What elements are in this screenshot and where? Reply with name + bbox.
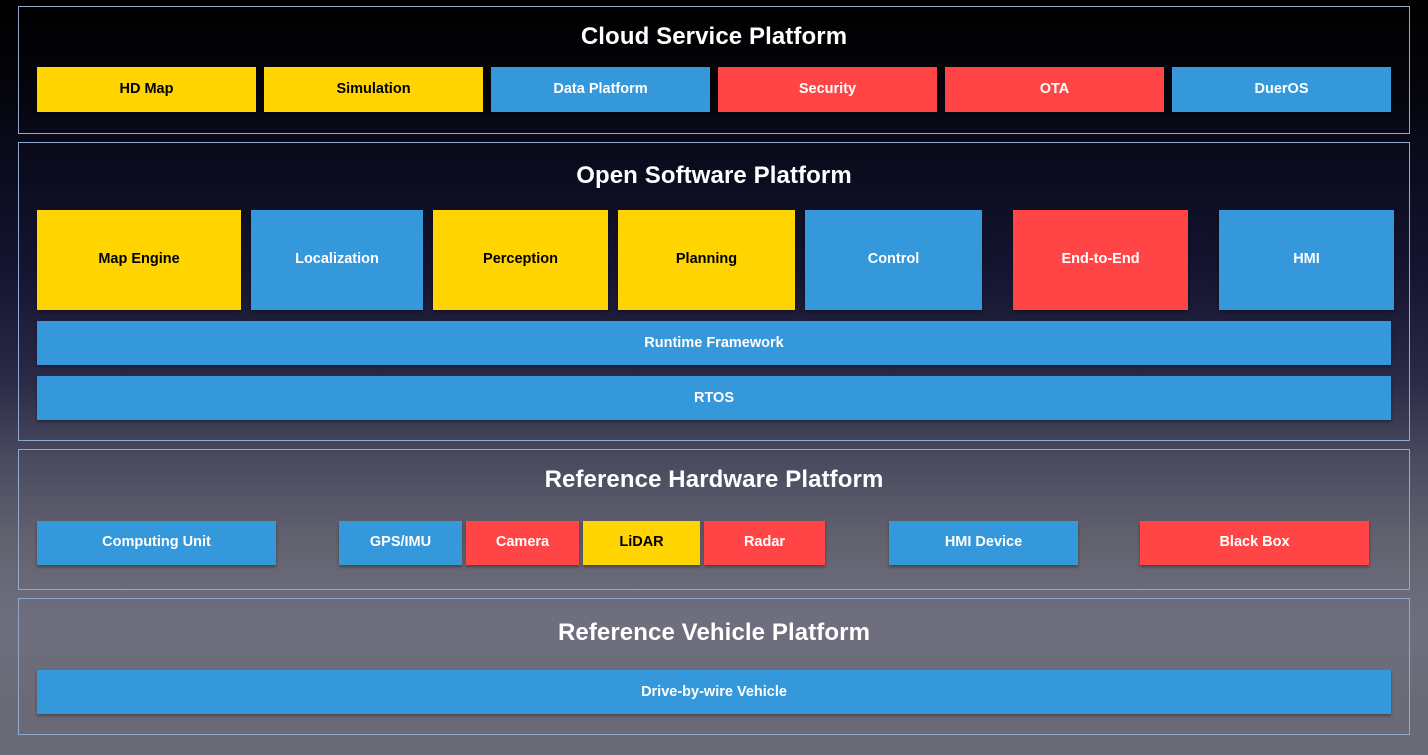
module-black-box[interactable]: Black Box (1140, 521, 1369, 565)
module-dueros[interactable]: DuerOS (1172, 67, 1391, 112)
spacer (241, 210, 251, 310)
layer-title-software: Open Software Platform (576, 162, 852, 189)
vehicle-bar-row: Drive-by-wire Vehicle (19, 670, 1409, 714)
module-localization[interactable]: Localization (251, 210, 423, 310)
hardware-module-row: Computing Unit GPS/IMU Camera LiDAR Rada… (19, 521, 1409, 565)
module-hmi-device[interactable]: HMI Device (889, 521, 1078, 565)
layer-title-cloud: Cloud Service Platform (580, 23, 848, 50)
bar-drive-by-wire-vehicle[interactable]: Drive-by-wire Vehicle (37, 670, 1391, 714)
module-end-to-end[interactable]: End-to-End (1013, 210, 1188, 310)
rtos-row: RTOS (19, 376, 1409, 420)
layer-title-hardware: Reference Hardware Platform (544, 466, 884, 493)
spacer (795, 210, 805, 310)
bar-rtos[interactable]: RTOS (37, 376, 1391, 420)
module-gps-imu[interactable]: GPS/IMU (339, 521, 462, 565)
module-computing-unit[interactable]: Computing Unit (37, 521, 276, 565)
layer-reference-hardware-platform: Reference Hardware Platform Computing Un… (18, 449, 1410, 590)
spacer (1188, 210, 1219, 310)
module-hmi[interactable]: HMI (1219, 210, 1394, 310)
software-module-row: Map Engine Localization Perception Plann… (19, 210, 1409, 310)
bar-runtime-framework[interactable]: Runtime Framework (37, 321, 1391, 365)
cloud-module-row: HD Map Simulation Data Platform Security… (19, 67, 1409, 112)
module-hd-map[interactable]: HD Map (37, 67, 256, 112)
module-data-platform[interactable]: Data Platform (491, 67, 710, 112)
runtime-framework-row: Runtime Framework (19, 321, 1409, 365)
spacer (423, 210, 433, 310)
layer-title-vehicle: Reference Vehicle Platform (557, 619, 871, 646)
layer-open-software-platform: Open Software Platform Map Engine Locali… (18, 142, 1410, 441)
module-control[interactable]: Control (805, 210, 982, 310)
layer-reference-vehicle-platform: Reference Vehicle Platform Drive-by-wire… (18, 598, 1410, 735)
module-simulation[interactable]: Simulation (264, 67, 483, 112)
module-ota[interactable]: OTA (945, 67, 1164, 112)
module-camera[interactable]: Camera (466, 521, 579, 565)
module-map-engine[interactable]: Map Engine (37, 210, 241, 310)
module-radar[interactable]: Radar (704, 521, 825, 565)
module-perception[interactable]: Perception (433, 210, 608, 310)
spacer (608, 210, 618, 310)
module-lidar[interactable]: LiDAR (583, 521, 700, 565)
spacer (982, 210, 1013, 310)
layer-cloud-service-platform: Cloud Service Platform HD Map Simulation… (18, 6, 1410, 134)
module-planning[interactable]: Planning (618, 210, 795, 310)
module-security[interactable]: Security (718, 67, 937, 112)
